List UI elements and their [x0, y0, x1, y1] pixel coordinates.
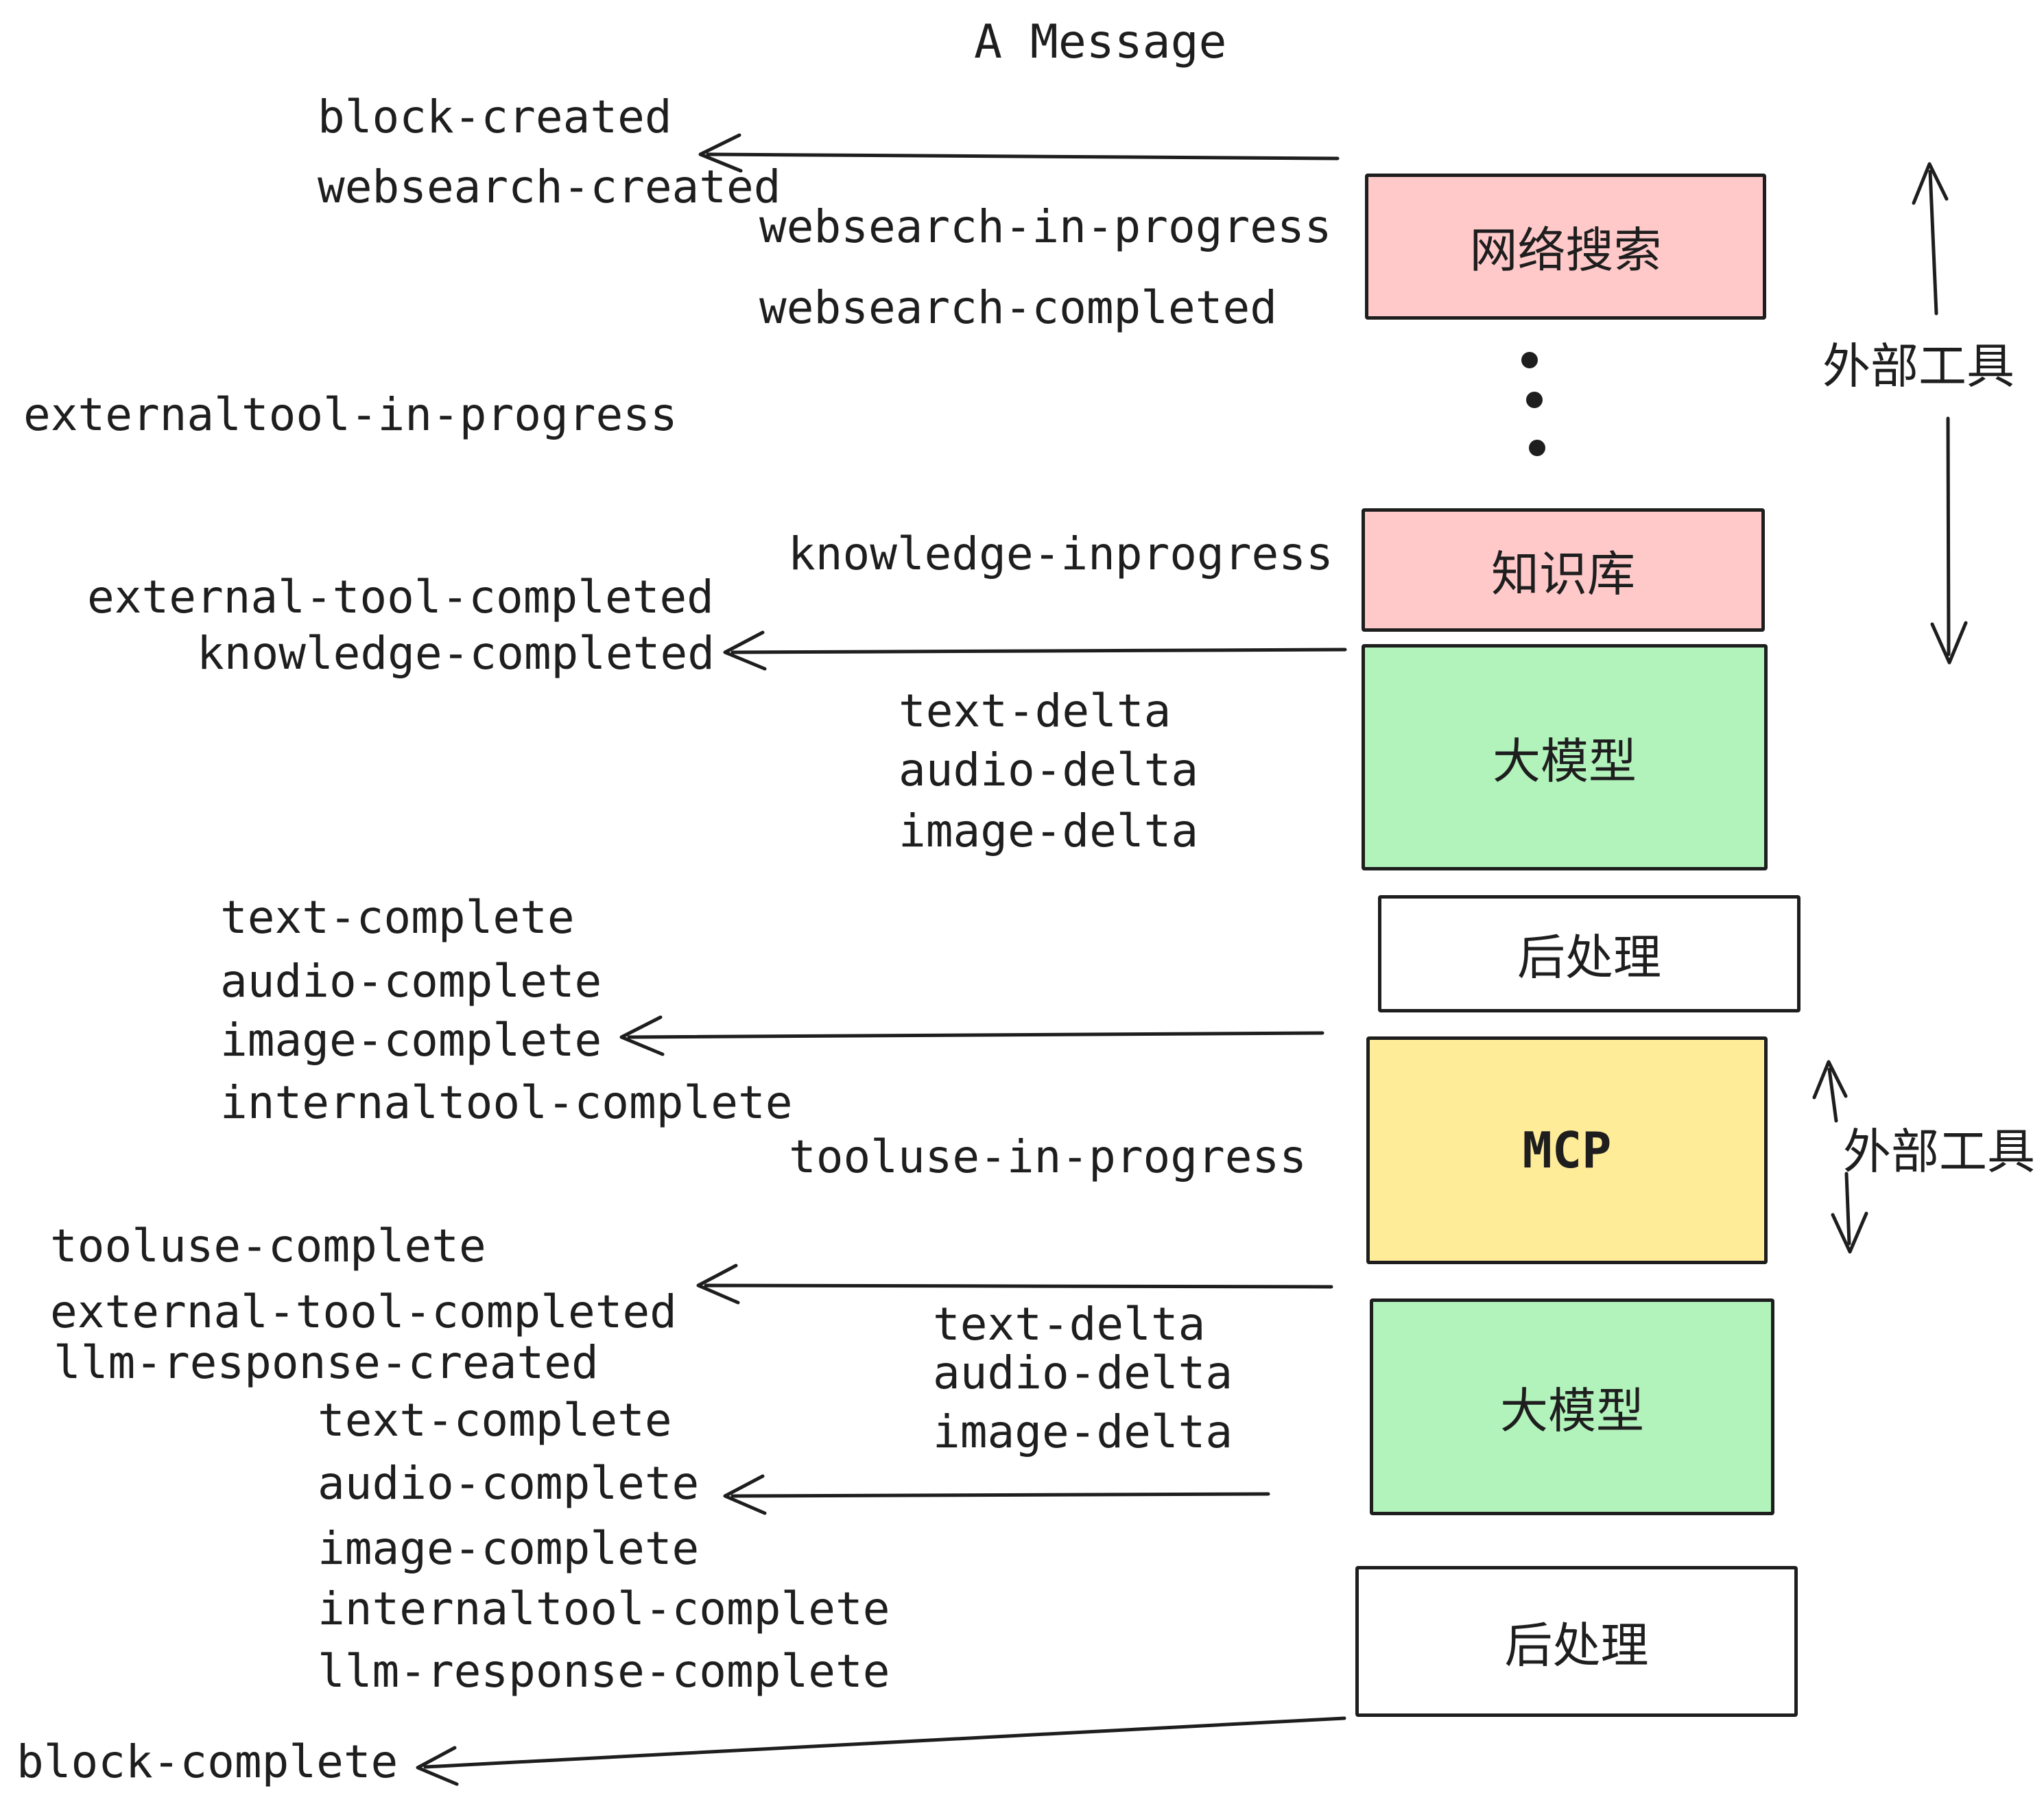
- event-label-text-delta: text-delta: [899, 685, 1172, 737]
- event-label-block-complete: block-complete: [16, 1735, 399, 1788]
- event-label-external-tool-completed: external-tool-completed: [87, 571, 714, 624]
- event-label-image-complete-2: image-complete: [318, 1522, 700, 1575]
- node-postprocess-1-label: 后处理: [1517, 929, 1661, 986]
- event-label-audio-delta: audio-delta: [899, 744, 1199, 796]
- arrow-image-complete: [619, 1015, 1324, 1056]
- event-label-block-created: block-created: [318, 91, 672, 143]
- node-websearch-label: 网络搜索: [1469, 222, 1662, 278]
- event-label-tooluse-complete: tooluse-complete: [50, 1220, 486, 1272]
- event-label-text-delta-2: text-delta: [933, 1298, 1206, 1351]
- double-arrow-external-tools-bottom-up: [1812, 1060, 1848, 1123]
- node-websearch: 网络搜索: [1365, 174, 1766, 320]
- node-knowledge-label: 知识库: [1491, 545, 1635, 602]
- node-llm-1: 大模型: [1362, 644, 1768, 870]
- node-knowledge: 知识库: [1362, 508, 1765, 632]
- event-label-external-tool-completed-2: external-tool-completed: [50, 1285, 677, 1338]
- event-label-internaltool-complete: internaltool-complete: [220, 1076, 793, 1129]
- node-llm-2: 大模型: [1370, 1298, 1774, 1515]
- event-label-knowledge-inprogress: knowledge-inprogress: [788, 527, 1333, 580]
- event-label-image-complete: image-complete: [220, 1014, 602, 1067]
- node-postprocess-2: 后处理: [1355, 1566, 1798, 1717]
- arrow-block-created: [698, 133, 1340, 173]
- side-label-external-tools-top: 外部工具: [1822, 338, 2015, 394]
- event-label-audio-complete: audio-complete: [220, 955, 602, 1008]
- node-postprocess-2-label: 后处理: [1504, 1617, 1649, 1674]
- event-label-audio-delta-2: audio-delta: [933, 1346, 1233, 1399]
- arrow-knowledge-completed: [723, 630, 1347, 671]
- event-label-websearch-created: websearch-created: [318, 161, 781, 213]
- event-label-knowledge-completed: knowledge-completed: [197, 627, 715, 680]
- side-label-external-tools-bottom: 外部工具: [1843, 1124, 2035, 1180]
- event-label-externaltool-in-progress: externaltool-in-progress: [23, 388, 678, 441]
- node-llm-1-label: 大模型: [1493, 733, 1637, 790]
- node-mcp: MCP: [1366, 1036, 1768, 1264]
- arrow-block-complete: [416, 1716, 1346, 1786]
- event-label-llm-response-created: llm-response-created: [54, 1336, 599, 1389]
- event-label-text-complete-2: text-complete: [318, 1394, 672, 1447]
- event-label-websearch-completed: websearch-completed: [759, 281, 1277, 334]
- arrow-audio-complete: [723, 1474, 1270, 1515]
- double-arrow-external-tools-bottom-down: [1831, 1172, 1868, 1254]
- event-label-image-delta: image-delta: [899, 805, 1199, 857]
- event-label-websearch-in-progress: websearch-in-progress: [759, 200, 1332, 253]
- node-mcp-label: MCP: [1522, 1121, 1612, 1179]
- page-title: A Message: [974, 15, 1227, 69]
- event-label-audio-complete-2: audio-complete: [318, 1457, 700, 1510]
- node-postprocess-1: 后处理: [1378, 895, 1801, 1012]
- arrow-external-tool-completed: [696, 1263, 1333, 1305]
- event-label-text-complete: text-complete: [220, 891, 575, 944]
- double-arrow-external-tools-top-down: [1930, 416, 1968, 665]
- vertical-ellipsis-dots: [1521, 352, 1545, 456]
- event-label-internaltool-complete-2: internaltool-complete: [318, 1582, 890, 1635]
- event-label-image-delta-2: image-delta: [933, 1405, 1233, 1458]
- node-llm-2-label: 大模型: [1500, 1382, 1644, 1439]
- double-arrow-external-tools-top-up: [1912, 162, 1949, 316]
- event-label-llm-response-complete: llm-response-complete: [318, 1645, 890, 1698]
- event-label-tooluse-in-progress: tooluse-in-progress: [789, 1130, 1307, 1183]
